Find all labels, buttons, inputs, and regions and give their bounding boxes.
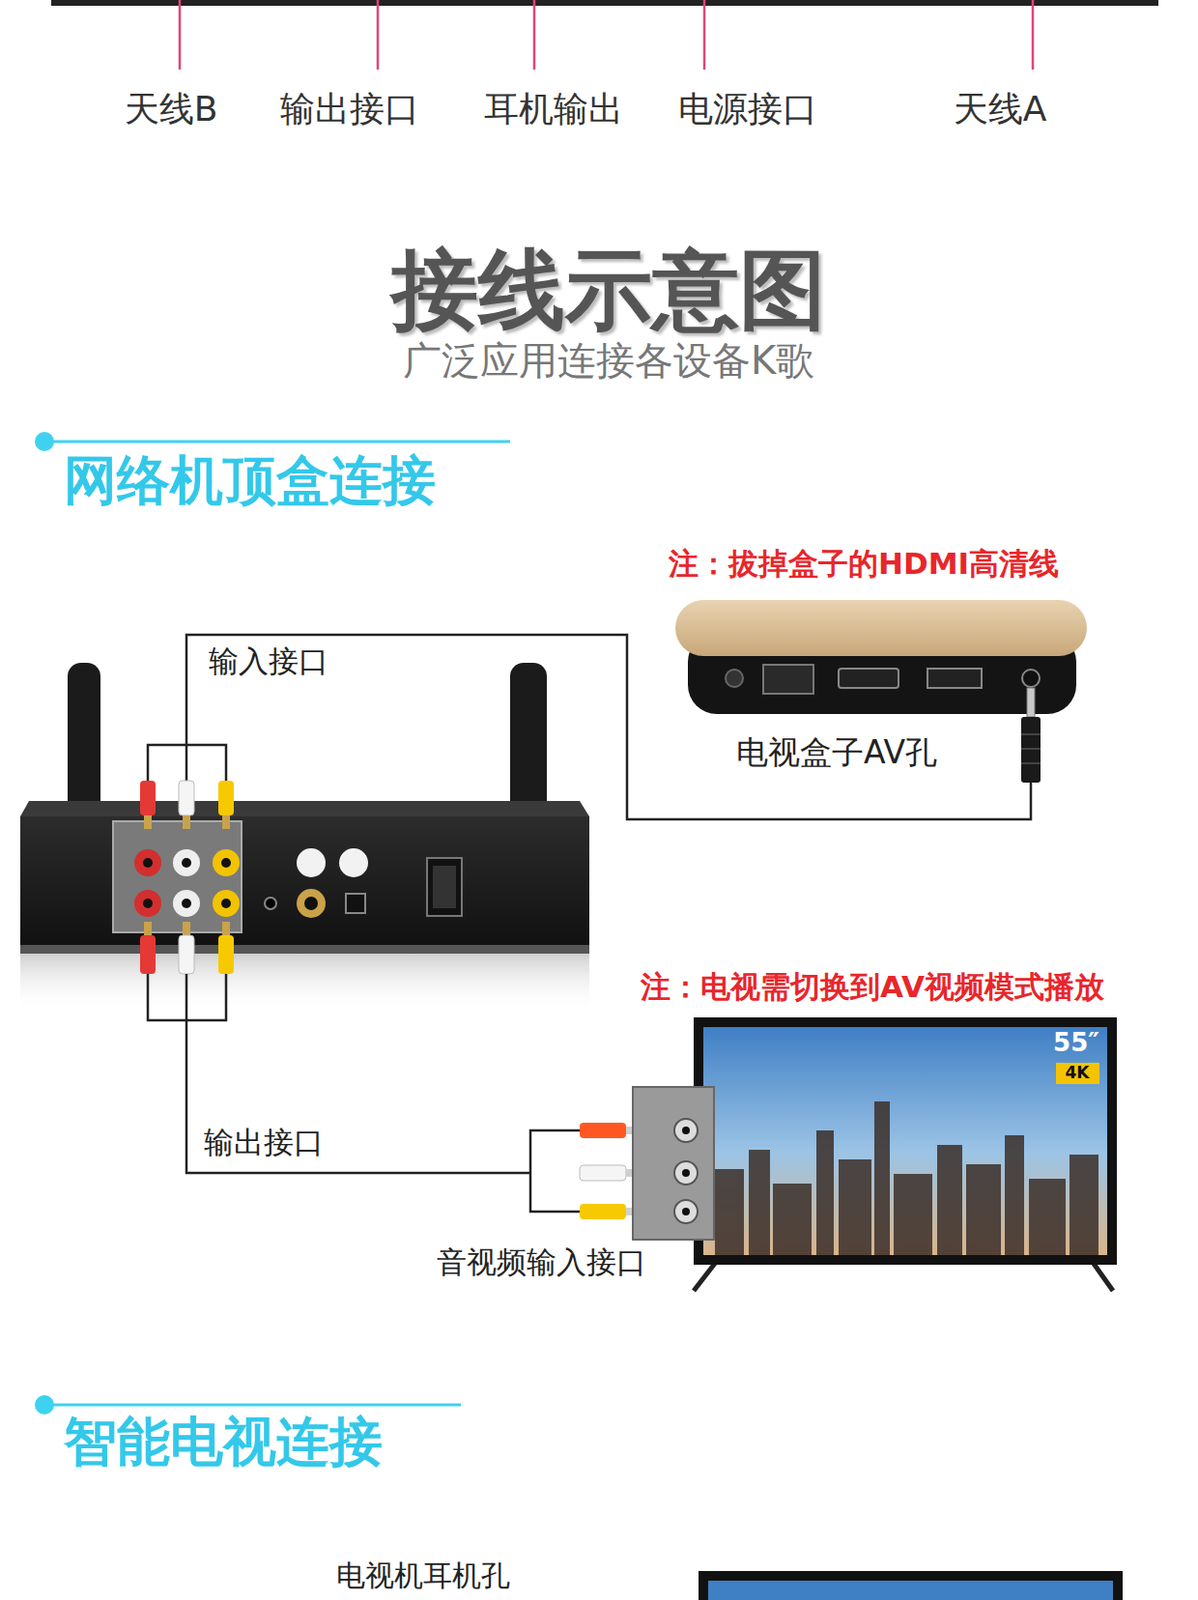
output-wire — [147, 973, 580, 1212]
leader-lines — [179, 0, 1033, 70]
note: 注：拔掉盒子的HDMI高清线 — [668, 546, 1059, 582]
rca-plugs-in — [140, 780, 234, 829]
television-cropped — [698, 1570, 1123, 1600]
reflection — [20, 953, 590, 1012]
port-label: 天线B — [124, 88, 219, 129]
input-wire — [147, 634, 1031, 820]
top-bar — [51, 0, 1159, 6]
wire-label: 输出接口 — [203, 1125, 324, 1161]
port-label: 电视机耳机孔 — [336, 1559, 511, 1594]
rca-plugs-out — [140, 921, 234, 974]
device-label: 电视盒子AV孔 — [736, 734, 938, 771]
badge-text: 4K — [1064, 1063, 1089, 1084]
note: 注：电视需切换到AV视频模式播放 — [640, 969, 1105, 1005]
port-label: 耳机输出 — [484, 88, 624, 129]
section-heading: 智能电视连接 — [63, 1411, 383, 1473]
port-label: 天线A — [953, 88, 1048, 129]
receiver — [20, 662, 590, 954]
port-label: 输出接口 — [280, 88, 420, 129]
title: 接线示意图 — [391, 239, 827, 341]
television — [632, 1017, 1117, 1291]
tv-box — [675, 599, 1087, 714]
port-label: 电源接口 — [678, 88, 818, 129]
screen-size: 55″ — [1053, 1028, 1100, 1058]
port-label: 音视频输入接口 — [436, 1245, 647, 1281]
wire-label: 输入接口 — [208, 644, 329, 680]
section-heading: 网络机顶盒连接 — [63, 450, 436, 512]
av-plug — [1021, 687, 1041, 783]
subtitle: 广泛应用连接各设备K歌 — [402, 338, 815, 383]
